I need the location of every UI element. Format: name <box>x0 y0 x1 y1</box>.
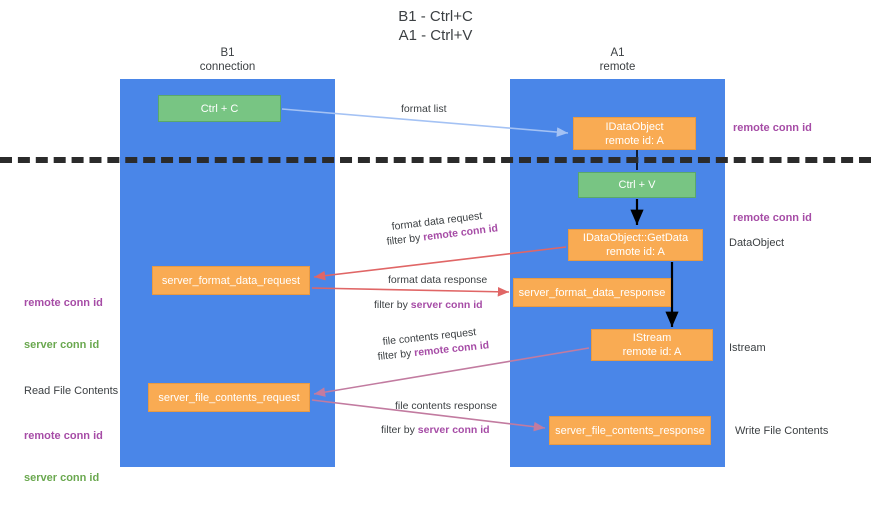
label-istream: Istream <box>729 342 766 354</box>
node-idataobject[interactable]: IDataObject remote id: A <box>573 117 696 150</box>
node-ctrl-v[interactable]: Ctrl + V <box>578 172 696 198</box>
edge-label-file-contents-response: file contents response <box>395 400 498 412</box>
node-idataobject-getdata[interactable]: IDataObject::GetData remote id: A <box>568 229 703 261</box>
label-read-file-contents: Read File Contents <box>24 385 119 397</box>
edge-format-data-response <box>311 286 510 297</box>
label-dataobject: DataObject <box>729 237 785 249</box>
node-server-file-contents-request[interactable]: server_file_contents_request <box>148 383 310 412</box>
filter-by-text: filter by <box>377 347 415 363</box>
label-server-conn-id: server conn id <box>24 472 100 484</box>
label-conn-id-group-file: remote conn id server conn id <box>24 401 103 513</box>
node-ctrl-c[interactable]: Ctrl + C <box>158 95 281 122</box>
diagram-canvas: B1 - Ctrl+C A1 - Ctrl+V B1 connection A1… <box>0 8 871 484</box>
node-istream[interactable]: IStream remote id: A <box>591 329 713 361</box>
edge-label-format-data-response: format data response <box>388 274 488 286</box>
label-server-conn-id: server conn id <box>24 339 100 351</box>
edge-label-format-list: format list <box>401 103 447 115</box>
label-remote-conn-id: remote conn id <box>24 430 103 442</box>
page-title: B1 - Ctrl+C A1 - Ctrl+V <box>398 8 473 44</box>
phase-divider <box>0 157 871 163</box>
label-write-file-contents: Write File Contents <box>735 425 829 437</box>
edge-label-filter-server-conn-id-file: filter by server conn id <box>381 424 490 437</box>
label-remote-conn-id-top: remote conn id <box>733 122 812 134</box>
filter-by-text: filter by <box>381 424 418 436</box>
label-remote-conn-id: remote conn id <box>24 297 103 309</box>
label-conn-id-group-format: remote conn id server conn id <box>24 268 103 380</box>
server-conn-id-text: server conn id <box>417 424 490 436</box>
edge-label-filter-server-conn-id-format: filter by server conn id <box>374 299 483 312</box>
filter-by-text: filter by <box>374 299 411 311</box>
node-server-format-data-response[interactable]: server_format_data_response <box>513 278 671 307</box>
label-remote-conn-id-mid: remote conn id <box>733 212 812 224</box>
lane-header-b1: B1 connection <box>199 47 256 73</box>
node-server-format-data-request[interactable]: server_format_data_request <box>152 266 310 295</box>
server-conn-id-text: server conn id <box>410 299 483 311</box>
node-server-file-contents-response[interactable]: server_file_contents_response <box>549 416 711 445</box>
lane-header-a1: A1 remote <box>599 47 636 73</box>
